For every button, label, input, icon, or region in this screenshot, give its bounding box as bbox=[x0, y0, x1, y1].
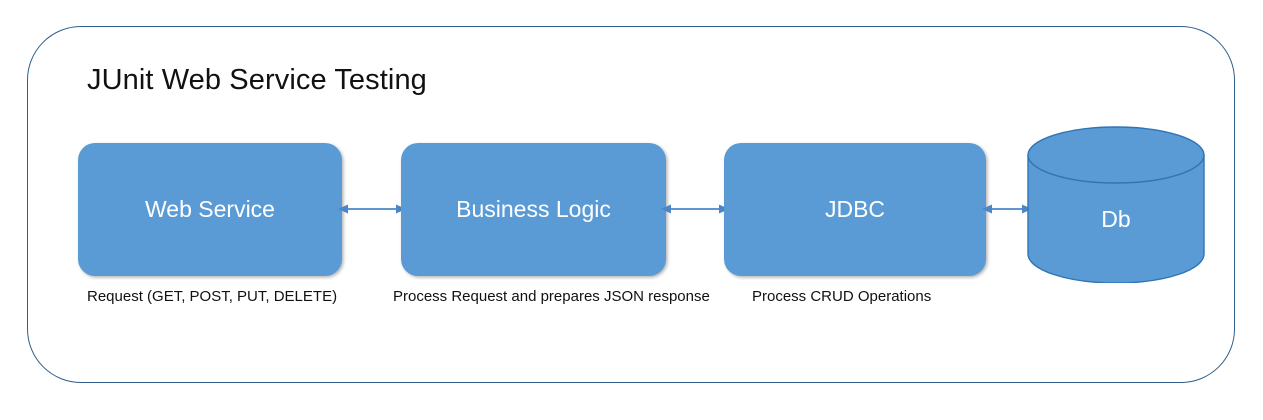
connector-web-service-to-business-logic bbox=[338, 197, 406, 221]
node-business-logic[interactable]: Business Logic bbox=[401, 143, 666, 276]
caption-web-service: Request (GET, POST, PUT, DELETE) bbox=[87, 288, 338, 305]
connector-jdbc-to-db bbox=[982, 197, 1032, 221]
node-business-logic-label: Business Logic bbox=[456, 196, 611, 222]
node-web-service[interactable]: Web Service bbox=[78, 143, 342, 276]
caption-business-logic: Process Request and prepares JSON respon… bbox=[393, 288, 710, 305]
caption-jdbc: Process CRUD Operations bbox=[752, 288, 932, 305]
connector-business-logic-to-jdbc bbox=[661, 197, 729, 221]
node-web-service-label: Web Service bbox=[145, 196, 275, 222]
node-jdbc-label: JDBC bbox=[824, 196, 886, 222]
diagram-outer-frame bbox=[27, 26, 1235, 383]
node-db-cylinder[interactable]: Db bbox=[1027, 126, 1205, 283]
node-jdbc[interactable]: JDBC bbox=[724, 143, 986, 276]
page-title: JUnit Web Service Testing bbox=[87, 64, 427, 96]
